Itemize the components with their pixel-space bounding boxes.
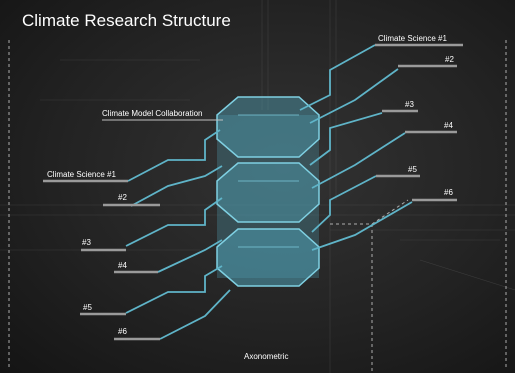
- left-label-5: #5: [83, 303, 92, 312]
- connector-left-4: [157, 239, 223, 273]
- dashed-frame: [8, 40, 507, 373]
- connector-right-4: [311, 132, 406, 189]
- label-underlines: [43, 43, 463, 341]
- left-label-1: Climate Science #1: [47, 170, 116, 179]
- right-label-4: #4: [444, 121, 453, 130]
- left-label-3: #3: [82, 238, 91, 247]
- left-label-6: #6: [118, 327, 127, 336]
- connector-left-3: [125, 197, 223, 247]
- view-label: Axonometric: [244, 352, 289, 361]
- right-label-6: #6: [444, 188, 453, 197]
- right-label-2: #2: [445, 55, 454, 64]
- connector-left-1: [127, 129, 221, 182]
- left-label-2: #2: [118, 193, 127, 202]
- octagon-stack: [216, 96, 320, 287]
- diagram-title: Climate Research Structure: [22, 11, 231, 30]
- octagon-level-1: [216, 96, 320, 158]
- connector-right-6: [311, 201, 413, 251]
- connector-left-5: [125, 265, 223, 314]
- connector-left-6: [159, 289, 231, 340]
- connector-right-1: [299, 44, 376, 111]
- connector-right-3: [309, 112, 383, 166]
- connector-right-5: [311, 175, 377, 233]
- connector-left-2: [130, 165, 223, 207]
- right-label-3: #3: [405, 100, 414, 109]
- right-label-1: Climate Science #1: [378, 34, 447, 43]
- octagon-level-3: [216, 228, 320, 287]
- octagon-level-2: [216, 162, 320, 223]
- left-label-4: #4: [118, 261, 127, 270]
- center-label: Climate Model Collaboration: [102, 109, 203, 118]
- connector-right-2: [309, 68, 399, 124]
- connector-lines: [125, 44, 413, 340]
- right-label-5: #5: [408, 165, 417, 174]
